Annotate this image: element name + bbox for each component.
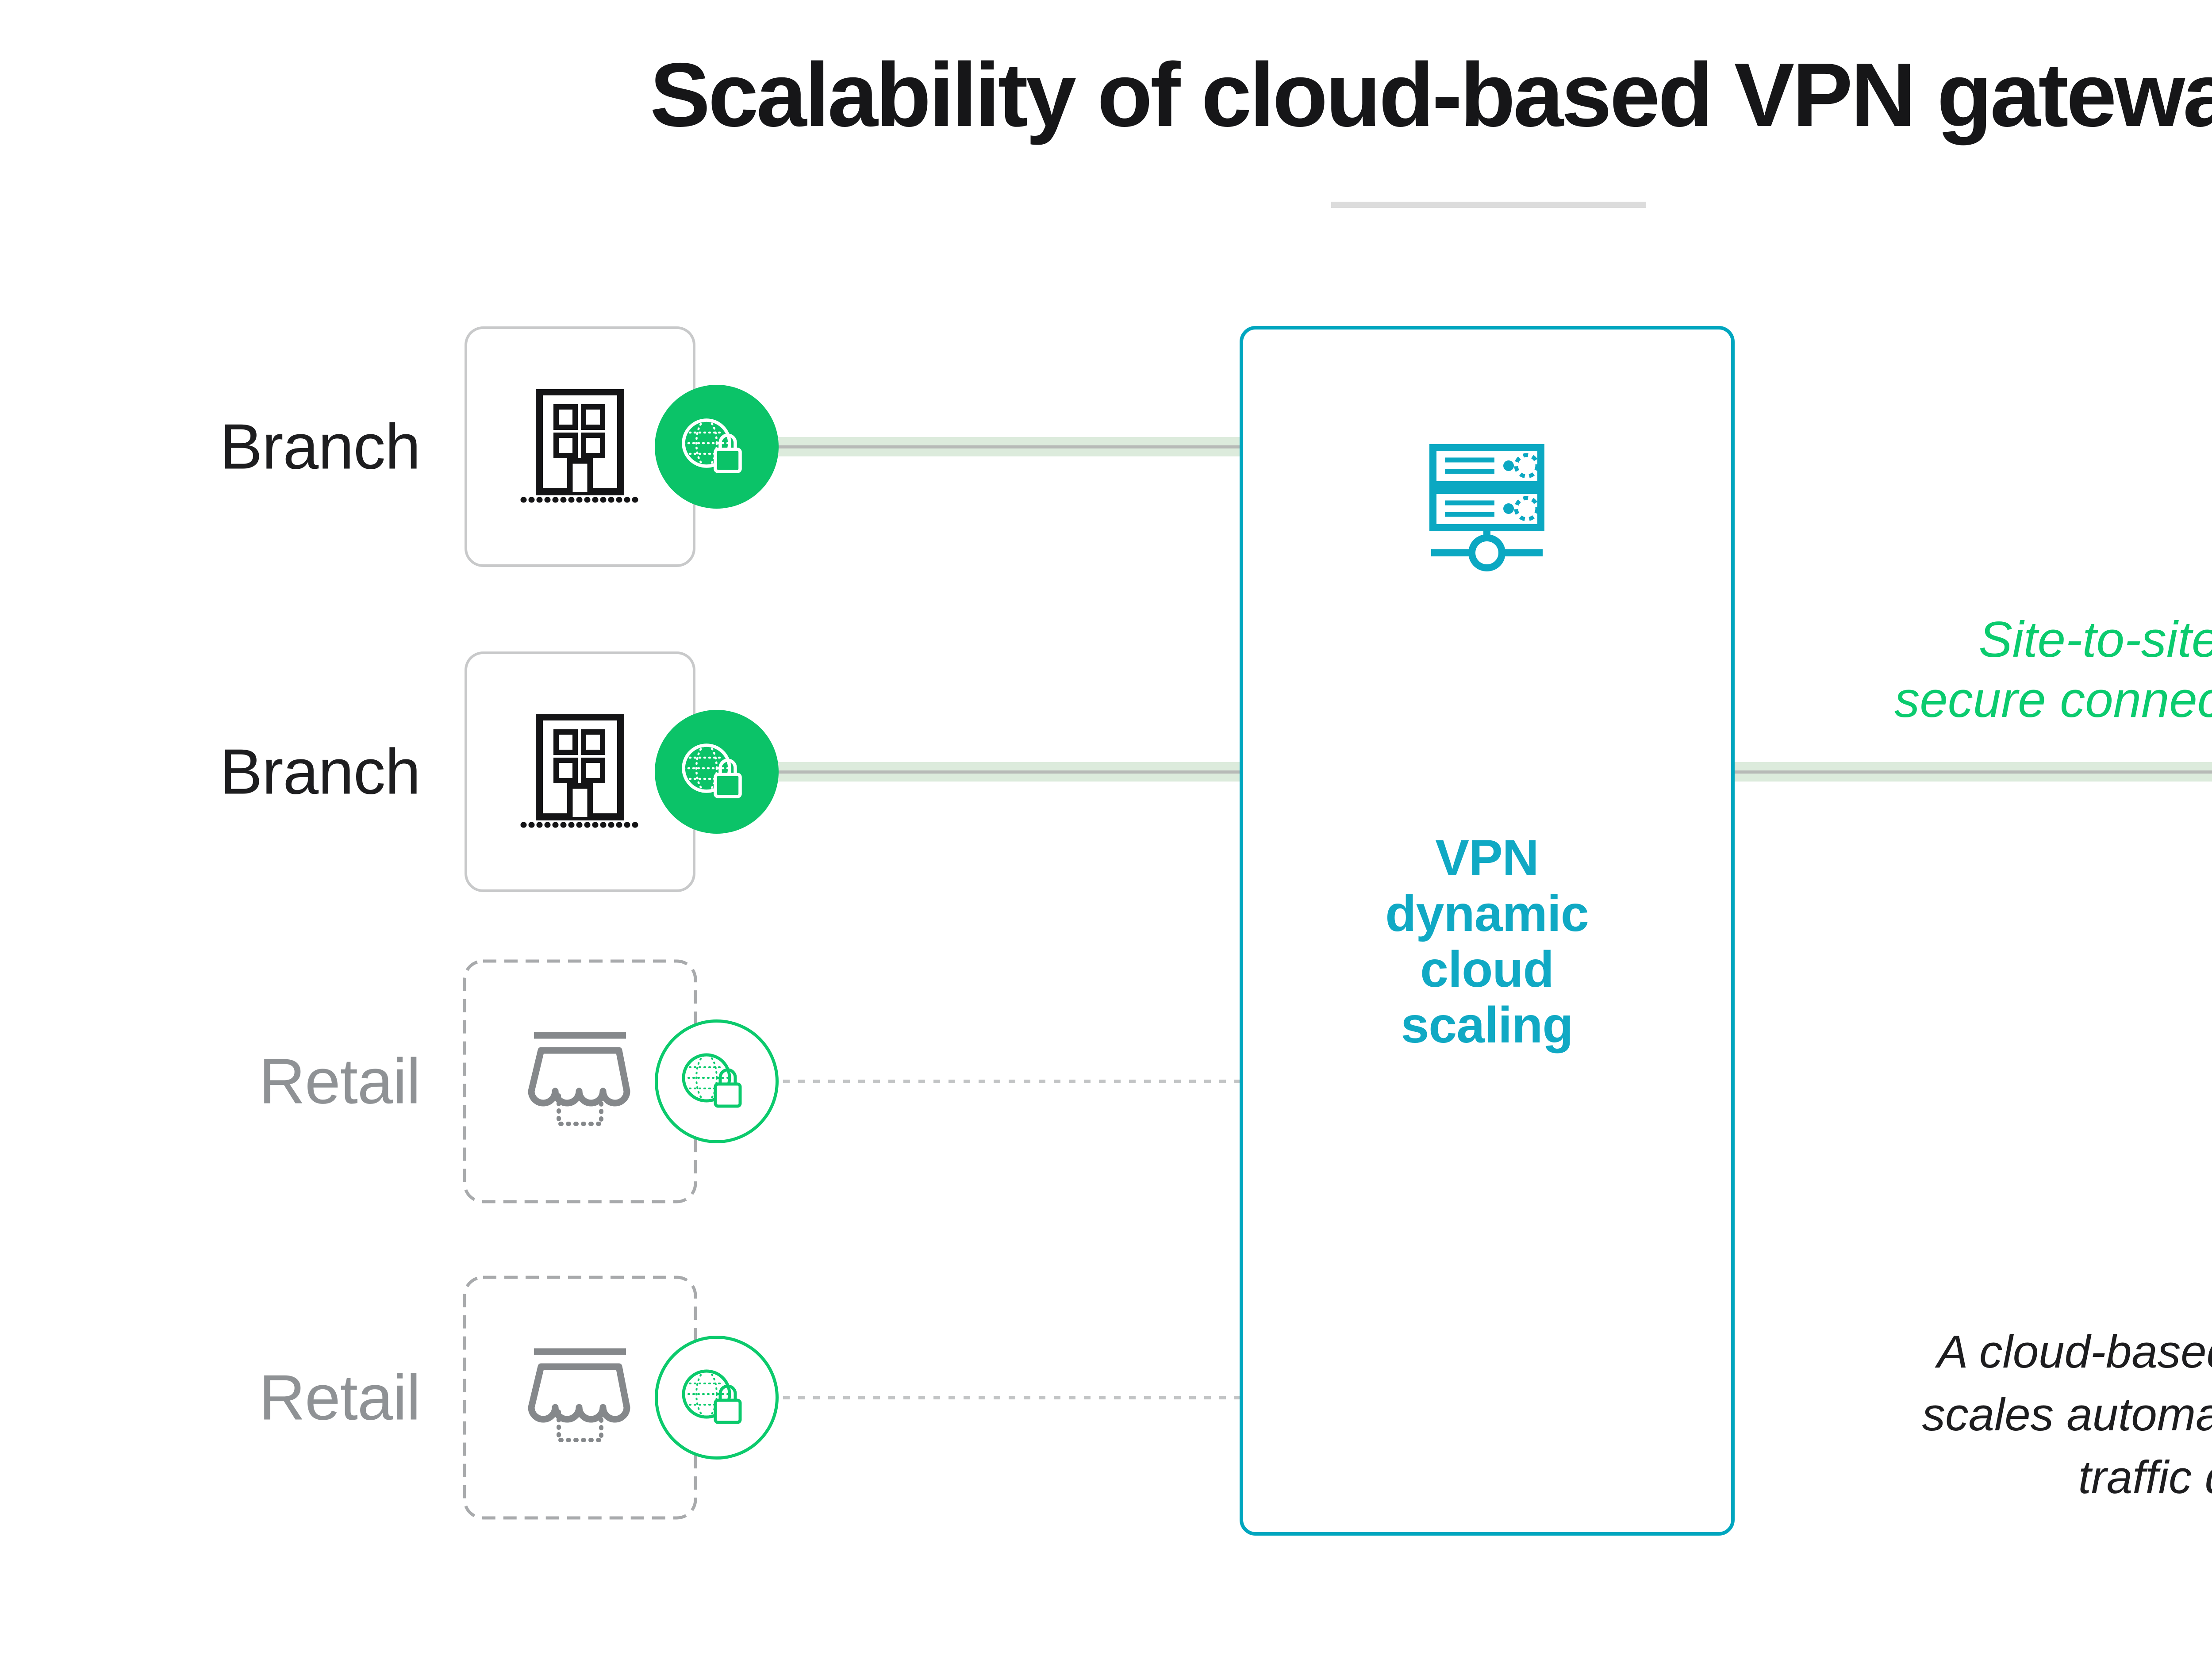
caption-line: traffic demand.: [2078, 1452, 2212, 1503]
site-box: [463, 959, 697, 1203]
connection-core-line: [708, 445, 1243, 448]
site-label: Retail: [259, 1045, 421, 1117]
secure-globe-lock-icon: [681, 743, 742, 798]
secure-connection-band: [708, 437, 1243, 456]
caption-line: A cloud-based VPN gateway: [1937, 1326, 2212, 1378]
office-building-icon: [520, 714, 640, 828]
secure-badge: [655, 385, 779, 509]
page-title: Scalability of cloud-based VPN gateways: [649, 44, 2212, 146]
site-label: Branch: [219, 736, 421, 808]
connection-label: Site-to-site secure connection: [1894, 610, 2212, 730]
server-stack-icon: [1429, 444, 1544, 571]
connection-core-line: [708, 770, 1243, 774]
site-label: Retail: [259, 1361, 421, 1433]
dotted-connection-line: [708, 1080, 1243, 1083]
connection-core-line: [1735, 770, 2212, 774]
gateway-label-line: cloud: [1420, 941, 1554, 998]
dotted-connection-line: [708, 1396, 1243, 1399]
connection-label-line: Site-to-site: [1978, 612, 2212, 668]
secure-badge: [655, 710, 779, 834]
site-box: [463, 1276, 697, 1520]
title-divider: [1331, 202, 1646, 208]
site-to-site-connection-band: [1735, 762, 2212, 782]
gateway-label-line: dynamic: [1385, 885, 1589, 942]
secure-globe-lock-icon: [682, 1053, 741, 1107]
storefront-icon: [528, 1348, 630, 1442]
caption-line: scales automatically based on: [1922, 1389, 2212, 1441]
secure-globe-lock-icon: [682, 1369, 741, 1424]
secure-globe-lock-icon: [681, 418, 742, 473]
storefront-icon: [528, 1032, 630, 1126]
secure-connection-band: [708, 762, 1243, 782]
gateway-label-line: VPN: [1435, 830, 1539, 886]
caption: A cloud-based VPN gateway scales automat…: [1922, 1321, 2212, 1509]
gateway-label: VPN dynamic cloud scaling: [1385, 830, 1589, 1053]
office-building-icon: [520, 389, 640, 503]
gateway-label-line: scaling: [1401, 997, 1573, 1054]
secure-badge: [655, 1019, 779, 1143]
site-label: Branch: [219, 410, 421, 483]
secure-badge: [655, 1336, 779, 1460]
connection-label-line: secure connection: [1894, 672, 2212, 728]
